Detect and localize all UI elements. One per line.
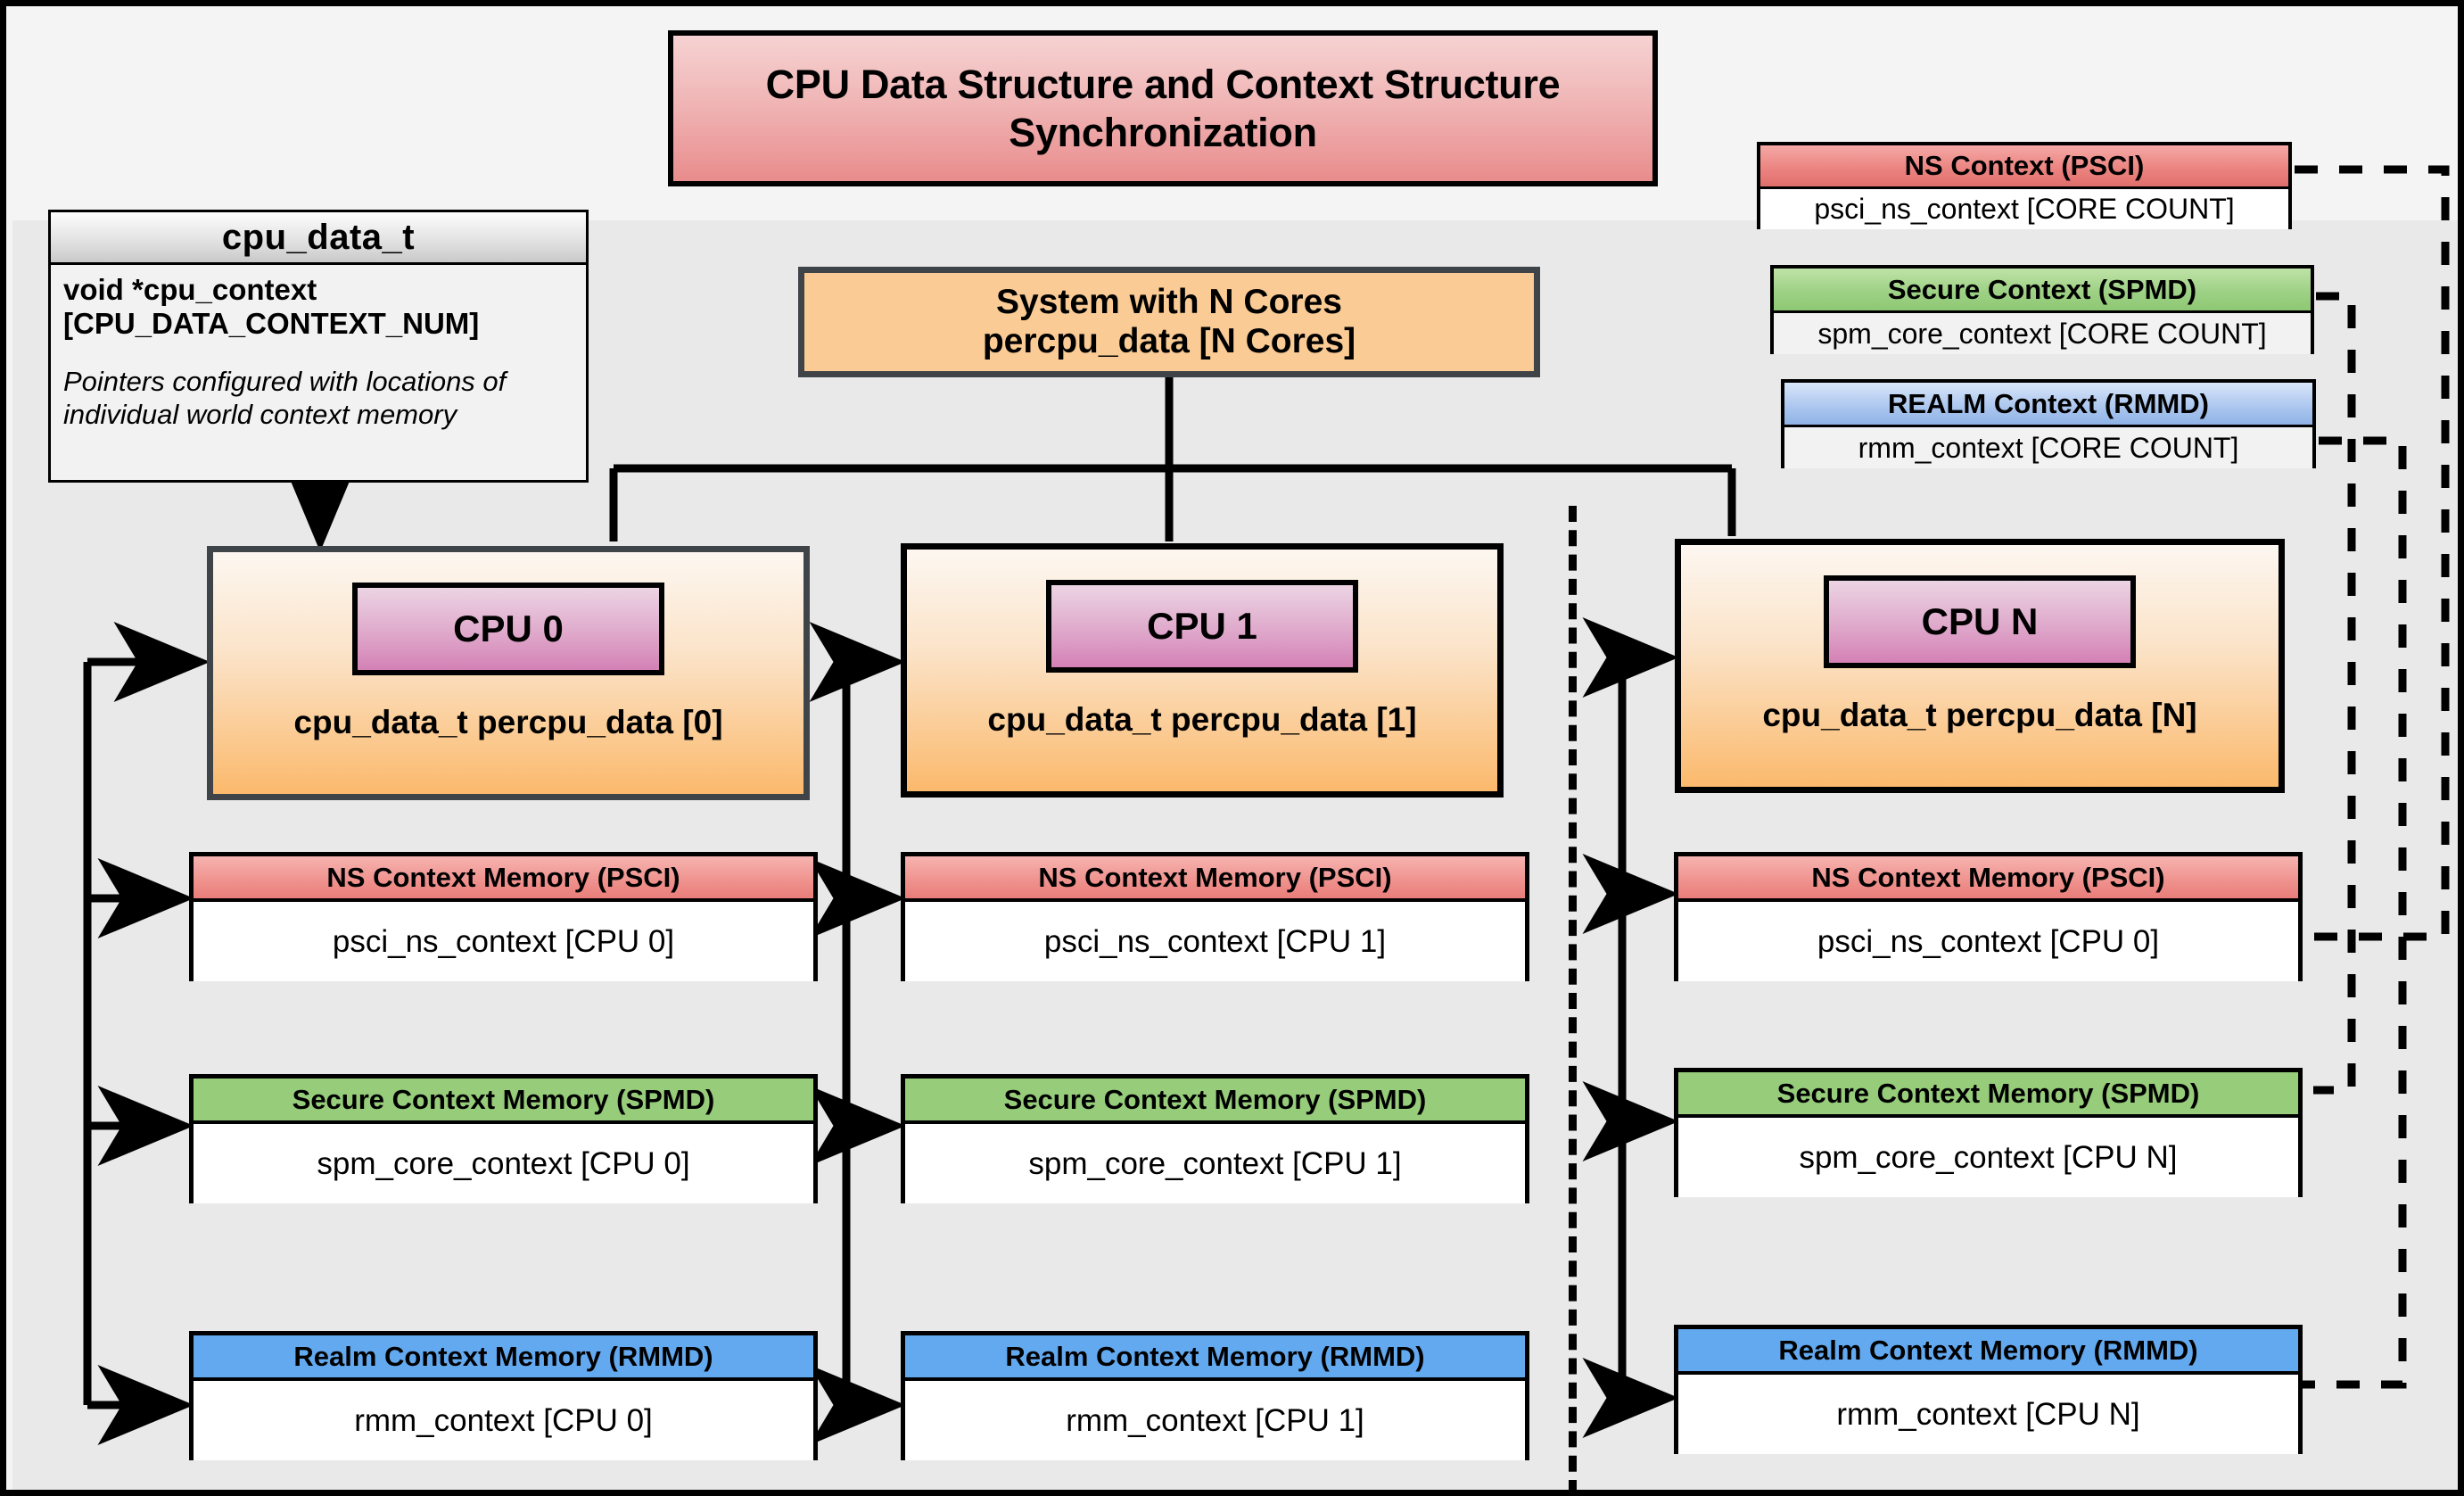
legend-realm-header-text: REALM Context (RMMD) xyxy=(1888,387,2209,419)
cpu-n-ns-context-box: NS Context Memory (PSCI) psci_ns_context… xyxy=(1674,852,2303,981)
legend-ns-header: NS Context (PSCI) xyxy=(1760,145,2288,189)
cpu-0-realm-context-body-text: rmm_context [CPU 0] xyxy=(354,1402,653,1438)
legend-secure-header: Secure Context (SPMD) xyxy=(1774,269,2311,313)
cpu-0-secure-context-box: Secure Context Memory (SPMD) spm_core_co… xyxy=(189,1074,818,1203)
cpu-n-caption: cpu_data_t percpu_data [N] xyxy=(1762,697,2197,733)
legend-ns-header-text: NS Context (PSCI) xyxy=(1904,150,2145,181)
cpu-n-ns-context-body: psci_ns_context [CPU 0] xyxy=(1678,902,2298,981)
cpu-1-secure-context-header-text: Secure Context Memory (SPMD) xyxy=(1003,1083,1427,1115)
cpu-n-realm-context-body-text: rmm_context [CPU N] xyxy=(1836,1396,2140,1432)
cpu-n-secure-context-body: spm_core_context [CPU N] xyxy=(1678,1118,2298,1197)
legend-realm-context-rmmd: REALM Context (RMMD) rmm_context [CORE C… xyxy=(1781,379,2316,468)
cpu-0-secure-context-body-text: spm_core_context [CPU 0] xyxy=(317,1145,690,1181)
cpu-n-ns-context-header-text: NS Context Memory (PSCI) xyxy=(1811,861,2165,893)
cpu-0-chip: CPU 0 xyxy=(352,583,664,675)
cpu-n-chip-label: CPU N xyxy=(1921,600,2039,642)
cpu-0-secure-context-header-text: Secure Context Memory (SPMD) xyxy=(292,1083,715,1115)
cpu-data-t-name: cpu_data_t xyxy=(221,217,416,257)
cpu-1-realm-context-body: rmm_context [CPU 1] xyxy=(905,1381,1525,1460)
cpu-0-ns-context-header-text: NS Context Memory (PSCI) xyxy=(326,861,680,893)
cpu-n-ns-context-body-text: psci_ns_context [CPU 0] xyxy=(1817,923,2160,959)
legend-realm-header: REALM Context (RMMD) xyxy=(1784,383,2312,427)
cpu-1-realm-context-header-text: Realm Context Memory (RMMD) xyxy=(1005,1340,1425,1372)
cpu-1-ns-context-body-text: psci_ns_context [CPU 1] xyxy=(1043,923,1387,959)
cpu-1-caption: cpu_data_t percpu_data [1] xyxy=(987,701,1417,738)
cpu-0-realm-context-body: rmm_context [CPU 0] xyxy=(194,1381,813,1460)
legend-realm-body: rmm_context [CORE COUNT] xyxy=(1784,427,2312,468)
cpu-n-ns-context-header: NS Context Memory (PSCI) xyxy=(1678,856,2298,902)
cpu-1-ns-context-header: NS Context Memory (PSCI) xyxy=(905,856,1525,902)
cpu-1-ns-context-header-text: NS Context Memory (PSCI) xyxy=(1038,861,1392,893)
cpu-n-realm-context-body: rmm_context [CPU N] xyxy=(1678,1375,2298,1454)
cpu-0-ns-context-body-text: psci_ns_context [CPU 0] xyxy=(332,923,675,959)
cpu-n-realm-context-header: Realm Context Memory (RMMD) xyxy=(1678,1329,2298,1375)
legend-secure-context-spmd: Secure Context (SPMD) spm_core_context [… xyxy=(1770,265,2314,354)
legend-secure-body: spm_core_context [CORE COUNT] xyxy=(1774,313,2311,354)
cpu-data-t-field: void *cpu_context [CPU_DATA_CONTEXT_NUM] xyxy=(63,273,480,341)
cpu-data-t-note: Pointers configured with locations of in… xyxy=(63,365,507,430)
cpu-0-secure-context-header: Secure Context Memory (SPMD) xyxy=(194,1079,813,1124)
legend-ns-body: psci_ns_context [CORE COUNT] xyxy=(1760,189,2288,229)
page-title: CPU Data Structure and Context Structure… xyxy=(668,30,1658,186)
cpu-n-realm-context-header-text: Realm Context Memory (RMMD) xyxy=(1778,1334,2198,1366)
cpu-1-realm-context-header: Realm Context Memory (RMMD) xyxy=(905,1335,1525,1381)
cpu-0-ns-context-header: NS Context Memory (PSCI) xyxy=(194,856,813,902)
cpu-data-t-header: cpu_data_t xyxy=(51,212,586,265)
cpu-1-secure-context-header: Secure Context Memory (SPMD) xyxy=(905,1079,1525,1124)
cpu-0-chip-label: CPU 0 xyxy=(453,607,564,649)
cpu-data-t-body: void *cpu_context [CPU_DATA_CONTEXT_NUM]… xyxy=(51,265,586,431)
cpu-n-box: CPU N cpu_data_t percpu_data [N] xyxy=(1675,539,2285,793)
cpu-n-secure-context-header-text: Secure Context Memory (SPMD) xyxy=(1776,1077,2200,1109)
cpu-0-realm-context-box: Realm Context Memory (RMMD) rmm_context … xyxy=(189,1331,818,1460)
cpu-0-realm-context-header: Realm Context Memory (RMMD) xyxy=(194,1335,813,1381)
cpu-n-secure-context-box: Secure Context Memory (SPMD) spm_core_co… xyxy=(1674,1068,2303,1197)
cpu-1-secure-context-box: Secure Context Memory (SPMD) spm_core_co… xyxy=(901,1074,1529,1203)
cpu-n-chip: CPU N xyxy=(1824,575,2136,668)
cpu-0-ns-context-body: psci_ns_context [CPU 0] xyxy=(194,902,813,981)
cpu-data-t-struct: cpu_data_t void *cpu_context [CPU_DATA_C… xyxy=(48,210,589,483)
cpu-1-ns-context-box: NS Context Memory (PSCI) psci_ns_context… xyxy=(901,852,1529,981)
cpu-0-box: CPU 0 cpu_data_t percpu_data [0] xyxy=(207,546,810,800)
cpu-1-ns-context-body: psci_ns_context [CPU 1] xyxy=(905,902,1525,981)
column-divider xyxy=(1569,506,1577,1490)
page-title-text: CPU Data Structure and Context Structure… xyxy=(765,62,1561,155)
cpu-n-secure-context-body-text: spm_core_context [CPU N] xyxy=(1799,1139,2178,1175)
cpu-1-secure-context-body: spm_core_context [CPU 1] xyxy=(905,1124,1525,1203)
cpu-1-chip-label: CPU 1 xyxy=(1147,605,1257,647)
cpu-n-realm-context-box: Realm Context Memory (RMMD) rmm_context … xyxy=(1674,1325,2303,1454)
cpu-0-ns-context-box: NS Context Memory (PSCI) psci_ns_context… xyxy=(189,852,818,981)
cpu-n-secure-context-header: Secure Context Memory (SPMD) xyxy=(1678,1072,2298,1118)
cpu-1-realm-context-box: Realm Context Memory (RMMD) rmm_context … xyxy=(901,1331,1529,1460)
cpu-1-secure-context-body-text: spm_core_context [CPU 1] xyxy=(1028,1145,1402,1181)
cpu-0-secure-context-body: spm_core_context [CPU 0] xyxy=(194,1124,813,1203)
legend-secure-body-text: spm_core_context [CORE COUNT] xyxy=(1817,317,2267,350)
system-line-1: System with N Cores xyxy=(996,283,1342,322)
cpu-0-caption: cpu_data_t percpu_data [0] xyxy=(293,704,723,740)
system-n-cores-box: System with N Cores percpu_data [N Cores… xyxy=(798,267,1540,377)
cpu-0-realm-context-header-text: Realm Context Memory (RMMD) xyxy=(293,1340,713,1372)
cpu-1-realm-context-body-text: rmm_context [CPU 1] xyxy=(1066,1402,1364,1438)
legend-ns-body-text: psci_ns_context [CORE COUNT] xyxy=(1814,193,2235,225)
legend-ns-context-psci: NS Context (PSCI) psci_ns_context [CORE … xyxy=(1757,142,2292,229)
legend-secure-header-text: Secure Context (SPMD) xyxy=(1887,273,2197,305)
cpu-1-chip: CPU 1 xyxy=(1046,580,1358,673)
cpu-1-box: CPU 1 cpu_data_t percpu_data [1] xyxy=(901,543,1504,798)
system-line-2: percpu_data [N Cores] xyxy=(982,322,1356,360)
legend-realm-body-text: rmm_context [CORE COUNT] xyxy=(1858,431,2239,464)
